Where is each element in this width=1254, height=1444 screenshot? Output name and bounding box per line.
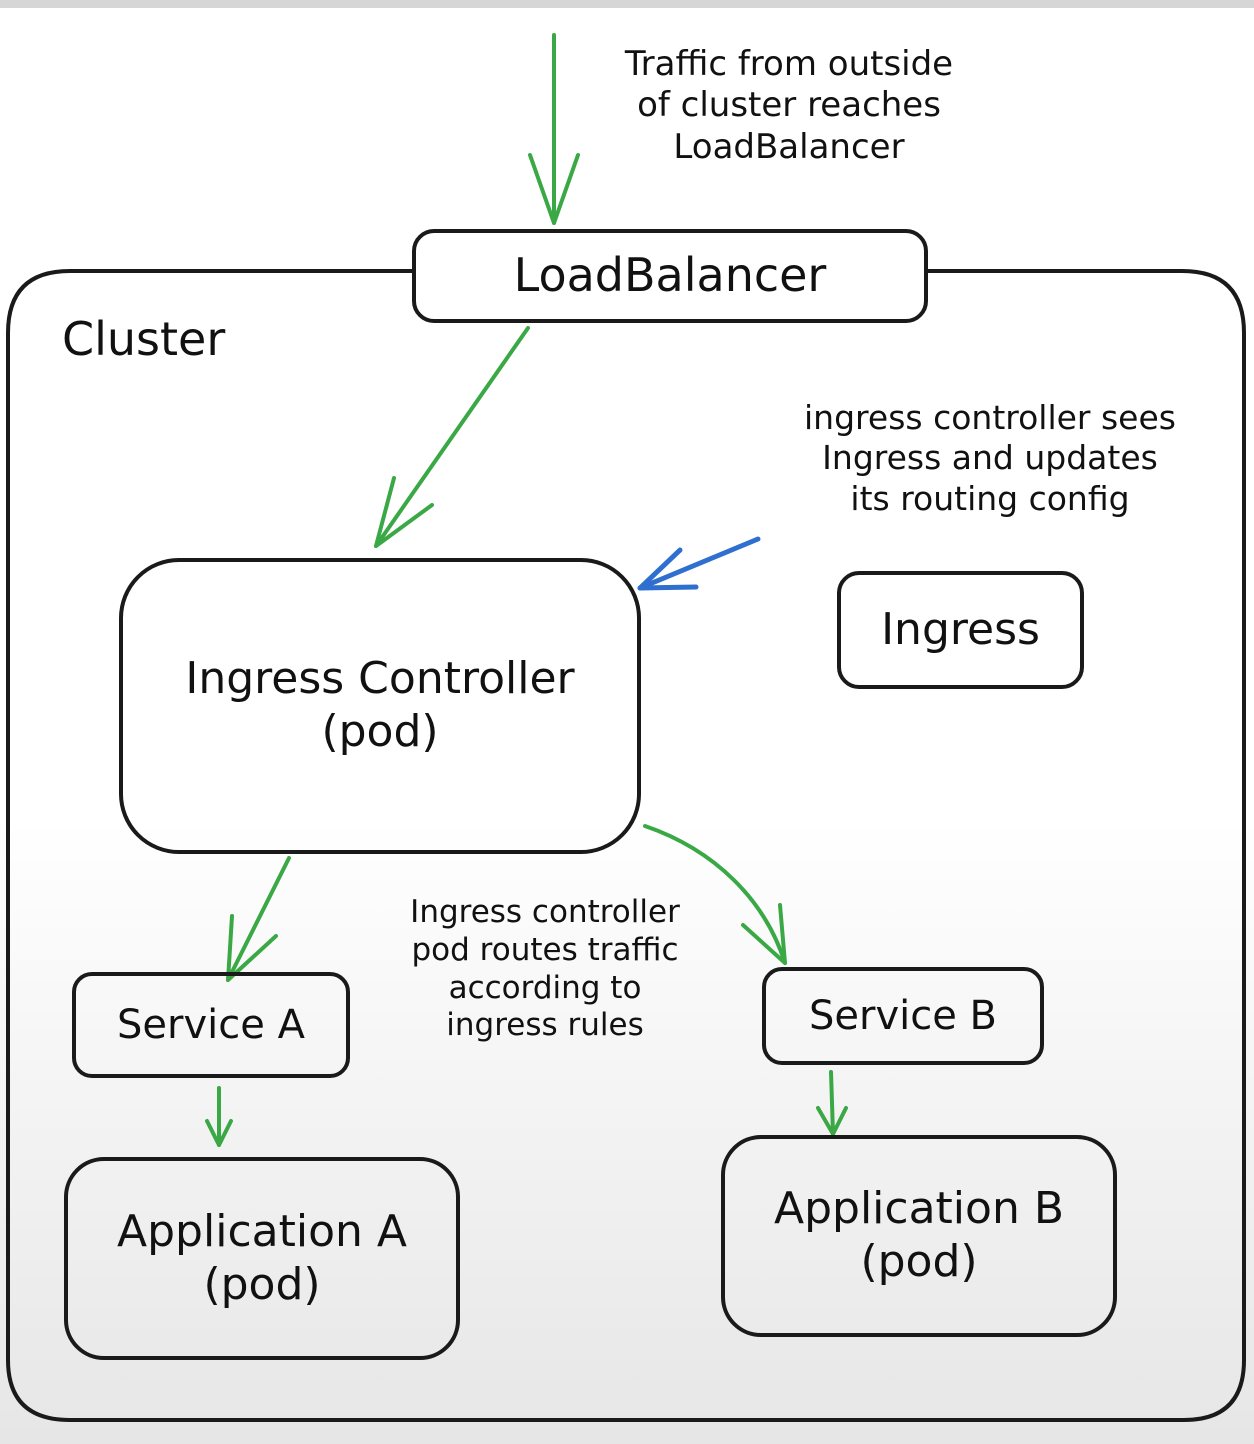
annotation-line: LoadBalancer [673, 126, 905, 167]
node-sublabel: (pod) [203, 1258, 321, 1310]
traffic-annotation: Traffic from outside of cluster reaches … [564, 44, 1014, 168]
annotation-line: ingress rules [446, 1007, 644, 1044]
node-label: Ingress [881, 603, 1040, 655]
annotation-line: of cluster reaches [637, 85, 941, 126]
service-a-node: Service A [72, 972, 350, 1078]
annotation-line: Traffic from outside [624, 44, 954, 84]
top-strip [0, 0, 1254, 8]
node-label: Application B [773, 1183, 1065, 1235]
arrow-loadbalancer-to-ingress-controller [374, 326, 530, 548]
arrow-ingress-controller-to-service-a [226, 856, 291, 982]
ingress-controller-node: Ingress Controller (pod) [119, 558, 641, 854]
routing-annotation: Ingress controller pod routes traffic ac… [360, 894, 730, 1045]
service-b-node: Service B [762, 967, 1044, 1065]
annotation-line: its routing config [850, 478, 1130, 518]
node-label: Ingress Controller [185, 653, 575, 705]
cluster-boundary [6, 269, 1246, 1422]
annotation-line: according to [448, 969, 642, 1006]
node-label: LoadBalancer [513, 248, 827, 303]
arrow-external-to-loadbalancer [528, 33, 580, 225]
node-label: Application A [117, 1205, 407, 1257]
node-label: Service A [117, 1002, 305, 1048]
arrow-service-b-to-application-b [816, 1070, 848, 1136]
application-b-node: Application B (pod) [721, 1135, 1117, 1337]
node-sublabel: (pod) [860, 1236, 978, 1287]
node-label: Service B [809, 993, 997, 1039]
ingress-node: Ingress [837, 571, 1084, 689]
annotation-line: Ingress and updates [822, 438, 1158, 478]
arrow-service-a-to-application-a [205, 1086, 233, 1147]
node-sublabel: (pod) [321, 706, 439, 757]
cluster-label: Cluster [62, 312, 226, 366]
loadbalancer-node: LoadBalancer [412, 229, 928, 323]
arrow-ingress-controller-to-service-b [643, 824, 787, 965]
application-a-node: Application A (pod) [64, 1157, 460, 1360]
annotation-line: pod routes traffic [411, 931, 679, 968]
annotation-line: ingress controller sees [804, 398, 1176, 437]
arrow-ingress-to-ingress-controller [637, 536, 761, 591]
annotation-line: Ingress controller [410, 894, 680, 930]
ingress-watch-annotation: ingress controller sees Ingress and upda… [752, 398, 1228, 519]
